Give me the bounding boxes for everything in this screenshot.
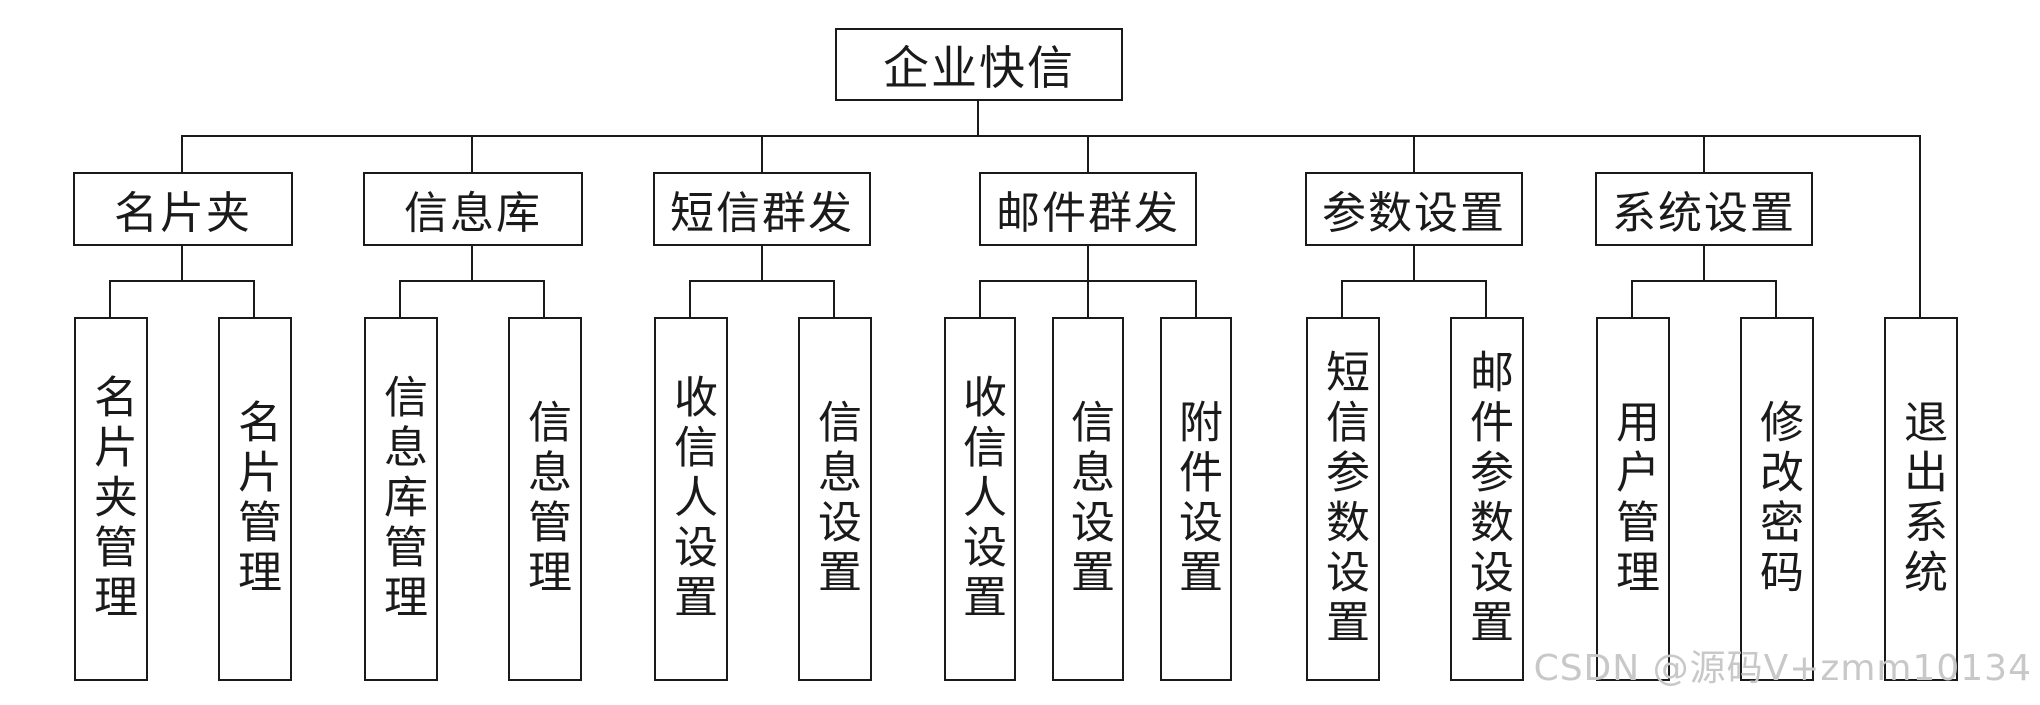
leaf-node: 信息管理 (508, 317, 582, 681)
module-node: 系统设置 (1595, 172, 1813, 246)
exit-node: 退出系统 (1884, 317, 1958, 681)
leaf-drop (1341, 280, 1343, 318)
group-stem (181, 244, 183, 282)
drop-line (471, 135, 473, 172)
top-bus (181, 135, 1920, 137)
group-stem (1703, 244, 1705, 282)
leaf-node: 用户管理 (1596, 317, 1670, 681)
group-bus (689, 280, 835, 282)
group-stem (471, 244, 473, 282)
leaf-node: 邮件参数设置 (1450, 317, 1524, 681)
leaf-drop (1775, 280, 1777, 318)
group-stem (1087, 244, 1089, 282)
group-stem (761, 244, 763, 282)
leaf-drop (689, 280, 691, 318)
module-node: 短信群发 (653, 172, 871, 246)
leaf-drop (399, 280, 401, 318)
watermark: CSDN @源码V+zmm10134 (1533, 648, 2032, 689)
drop-line (1703, 135, 1705, 172)
module-node: 参数设置 (1305, 172, 1523, 246)
root-stem (977, 100, 979, 137)
root-node: 企业快信 (835, 28, 1123, 101)
leaf-node: 信息库管理 (364, 317, 438, 681)
leaf-node: 附件设置 (1160, 317, 1232, 681)
leaf-drop (253, 280, 255, 318)
drop-line (1087, 135, 1089, 172)
drop-line (181, 135, 183, 172)
leaf-node: 名片夹管理 (74, 317, 148, 681)
drop-line (1919, 135, 1921, 318)
leaf-node: 名片管理 (218, 317, 292, 681)
drop-line (1413, 135, 1415, 172)
leaf-node: 修改密码 (1740, 317, 1814, 681)
group-bus (399, 280, 545, 282)
module-node: 信息库 (363, 172, 583, 246)
group-bus (109, 280, 255, 282)
drop-line (761, 135, 763, 172)
leaf-drop (1087, 280, 1089, 318)
group-stem (1413, 244, 1415, 282)
leaf-node: 信息设置 (798, 317, 872, 681)
leaf-node: 收信人设置 (654, 317, 728, 681)
module-node: 邮件群发 (979, 172, 1197, 246)
group-bus (1341, 280, 1487, 282)
leaf-drop (109, 280, 111, 318)
group-bus (1631, 280, 1777, 282)
leaf-drop (1631, 280, 1633, 318)
leaf-node: 信息设置 (1052, 317, 1124, 681)
leaf-node: 短信参数设置 (1306, 317, 1380, 681)
leaf-drop (979, 280, 981, 318)
leaf-drop (543, 280, 545, 318)
leaf-drop (1195, 280, 1197, 318)
leaf-drop (833, 280, 835, 318)
leaf-drop (1485, 280, 1487, 318)
module-node: 名片夹 (73, 172, 293, 246)
leaf-node: 收信人设置 (944, 317, 1016, 681)
